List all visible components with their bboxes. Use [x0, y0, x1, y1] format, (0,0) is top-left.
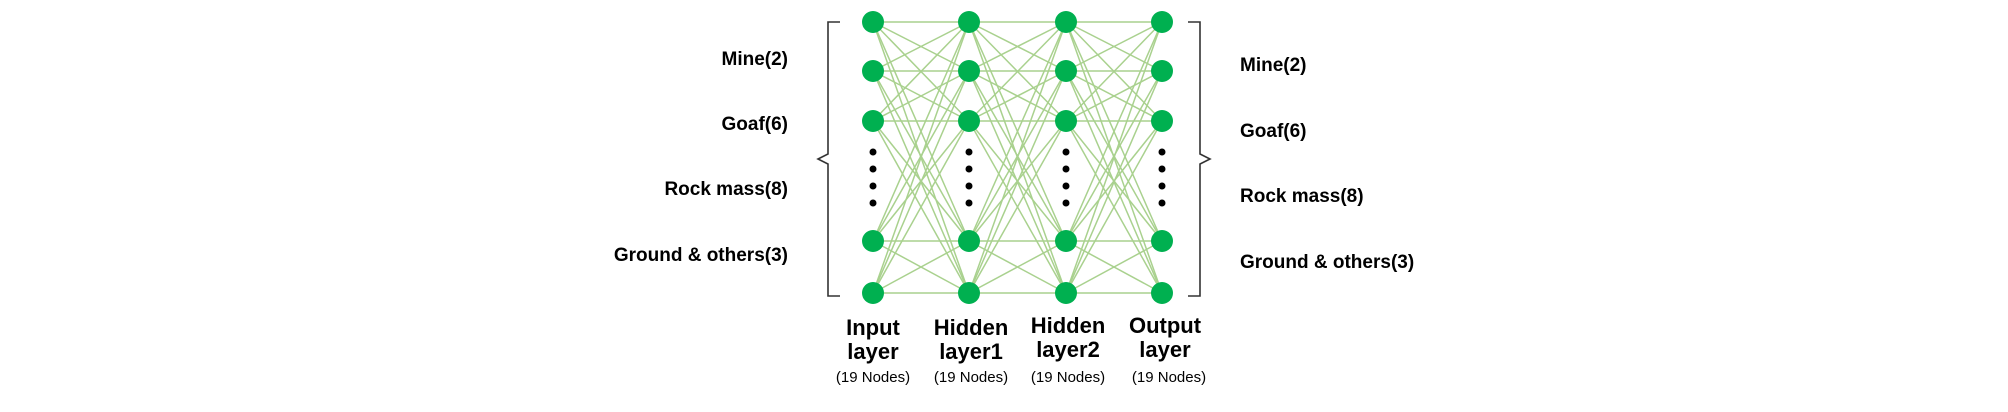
connection-edge [872, 240, 970, 294]
layer-title-line2: layer [847, 339, 899, 364]
neuron-node [862, 230, 884, 252]
layer-title-line1: Output [1128, 313, 1202, 338]
connection-edge [1065, 240, 1163, 294]
ellipsis-dot [965, 165, 973, 173]
connection-edge [968, 70, 1067, 122]
input-bracket [816, 21, 840, 297]
neuron-node [1151, 282, 1173, 304]
neuron-node [862, 60, 884, 82]
connection-edge [1065, 21, 1163, 294]
network-nodes [862, 11, 1173, 304]
connection-edge [968, 21, 1067, 72]
connection-edge [872, 21, 970, 72]
connection-edge [872, 120, 970, 294]
layer-node-count-output: (19 Nodes) [1131, 369, 1207, 386]
layer-node-count-hidden2: (19 Nodes) [1030, 369, 1106, 386]
output-label-mine: Mine(2) [1240, 55, 1307, 76]
ellipsis-dot [965, 199, 973, 207]
neuron-node [1151, 110, 1173, 132]
ellipsis-dot [869, 165, 877, 173]
ellipsis-dot [1158, 182, 1166, 190]
neuron-node [1055, 282, 1077, 304]
ellipsis-dot [1062, 182, 1070, 190]
neuron-node [1055, 11, 1077, 33]
neuron-node [1055, 110, 1077, 132]
connection-edge [1065, 70, 1163, 122]
layer-title-output: Output layer [1110, 314, 1220, 362]
ellipsis-dot [1158, 165, 1166, 173]
neuron-node [958, 60, 980, 82]
layer-title-hidden1: Hidden layer1 [916, 316, 1026, 364]
ellipsis-dot [965, 182, 973, 190]
connection-edge [968, 70, 1067, 294]
connection-edge [1065, 21, 1163, 242]
neuron-node [862, 110, 884, 132]
connection-edges [872, 21, 1163, 294]
ellipsis-dots [869, 148, 1166, 207]
neuron-node [958, 230, 980, 252]
connection-edge [872, 21, 970, 294]
connection-edge [1065, 21, 1163, 72]
neuron-node [958, 282, 980, 304]
neuron-node [1151, 11, 1173, 33]
input-label-mine: Mine(2) [721, 49, 789, 70]
connection-edge [968, 21, 1067, 242]
neuron-node [1055, 60, 1077, 82]
connection-edge [872, 70, 970, 122]
layer-title-line2: layer [1139, 337, 1191, 362]
layer-node-count-hidden1: (19 Nodes) [933, 369, 1009, 386]
connection-edge [1065, 120, 1163, 294]
output-label-ground-others: Ground & others(3) [1240, 252, 1415, 273]
ellipsis-dot [965, 148, 973, 156]
neuron-node [1055, 230, 1077, 252]
neuron-node [958, 110, 980, 132]
ellipsis-dot [1062, 199, 1070, 207]
layer-title-hidden2: Hidden layer2 [1013, 314, 1123, 362]
neuron-node [1151, 60, 1173, 82]
connection-edge [968, 21, 1067, 294]
input-label-rock-mass: Rock mass(8) [664, 179, 788, 200]
ellipsis-dot [869, 148, 877, 156]
connection-edge [968, 120, 1067, 294]
input-label-ground-others: Ground & others(3) [613, 245, 788, 266]
connection-edge [968, 240, 1067, 294]
layer-title-line2: layer2 [1036, 337, 1100, 362]
layer-title-line1: Hidden [1030, 313, 1106, 338]
layer-node-count-input: (19 Nodes) [835, 369, 911, 386]
output-bracket [1188, 21, 1212, 297]
connection-edge [872, 70, 970, 294]
output-label-rock-mass: Rock mass(8) [1240, 186, 1364, 207]
layer-title-input: Input layer [818, 316, 928, 364]
ellipsis-dot [1062, 148, 1070, 156]
input-label-goaf: Goaf(6) [721, 114, 789, 135]
ellipsis-dot [869, 182, 877, 190]
layer-title-line1: Input [846, 315, 900, 340]
neuron-node [862, 282, 884, 304]
connection-edge [872, 21, 970, 122]
neuron-node [958, 11, 980, 33]
neuron-node [1151, 230, 1173, 252]
connection-edge [872, 21, 970, 242]
neuron-node [862, 11, 884, 33]
ellipsis-dot [1158, 148, 1166, 156]
ellipsis-dot [1062, 165, 1070, 173]
output-label-goaf: Goaf(6) [1240, 121, 1307, 142]
connection-edge [1065, 21, 1163, 122]
layer-title-line1: Hidden [933, 315, 1009, 340]
connection-edge [1065, 70, 1163, 294]
connection-edge [968, 21, 1067, 122]
layer-title-line2: layer1 [939, 339, 1003, 364]
ellipsis-dot [869, 199, 877, 207]
ellipsis-dot [1158, 199, 1166, 207]
